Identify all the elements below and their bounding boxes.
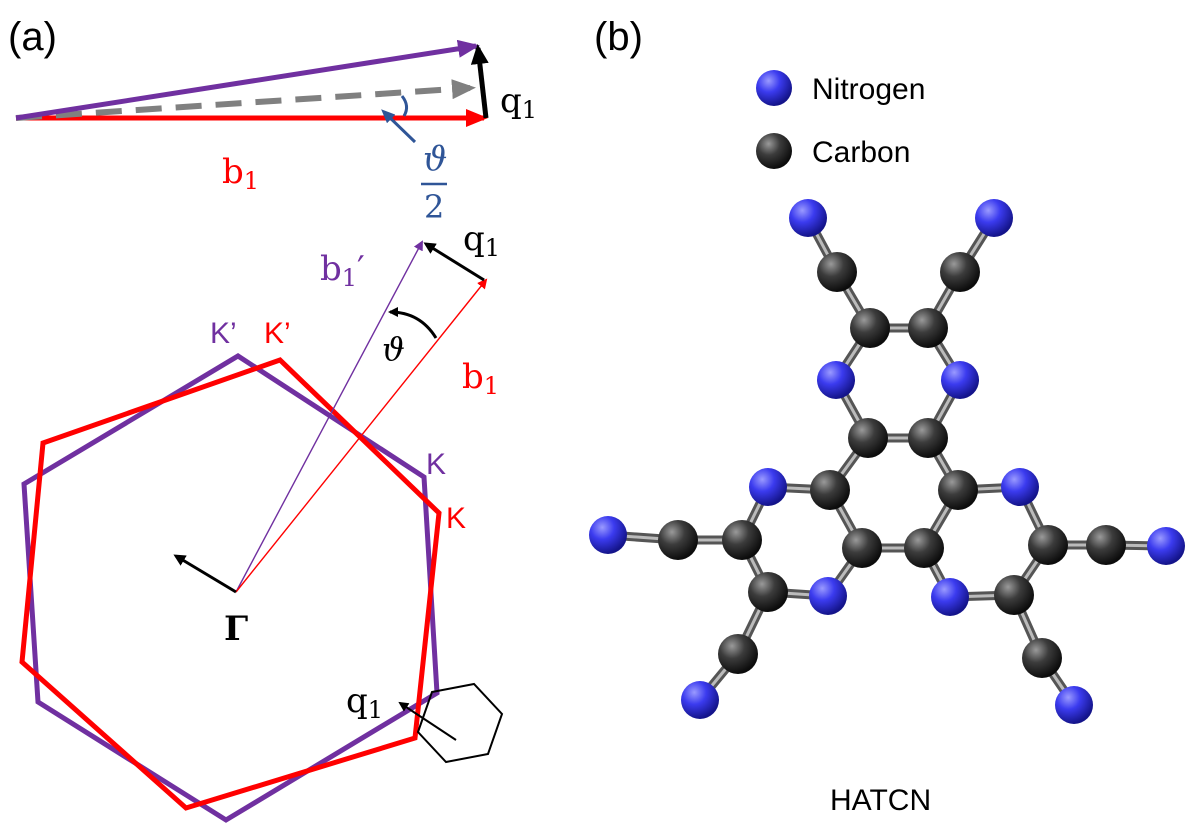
k-red-label: K <box>446 502 466 535</box>
mid-q1-label: q1 <box>463 219 500 262</box>
nitrogen-atom <box>749 468 787 506</box>
gamma-label: Γ <box>224 609 248 649</box>
nitrogen-atom <box>817 361 855 399</box>
red-hexagon <box>19 357 442 811</box>
carbon-atom <box>908 308 948 348</box>
nitrogen-atom <box>1147 527 1185 565</box>
purple-hexagon <box>21 353 440 823</box>
legend-nitrogen-label: Nitrogen <box>812 73 925 106</box>
k-prime-red-label: K’ <box>264 317 291 350</box>
molecule-name: HATCN <box>830 784 931 817</box>
panel-a: (a) q1 b1 ϑ 2 q1 b1′ ϑ b <box>8 15 537 823</box>
carbon-atom <box>908 418 948 458</box>
nitrogen-atom <box>681 681 719 719</box>
nitrogen-atom <box>931 578 969 616</box>
k-prime-purple-label: K’ <box>210 317 237 350</box>
legend-carbon-swatch <box>756 133 792 169</box>
carbon-atom <box>994 575 1034 615</box>
carbon-atom <box>748 572 788 612</box>
panel-b: (b) Nitrogen Carbon HATCN <box>589 15 1185 817</box>
b1-vector <box>235 278 488 593</box>
carbon-atom <box>1028 525 1068 565</box>
b1-prime-label: b1′ <box>320 249 365 292</box>
theta-arc <box>388 307 438 339</box>
legend-nitrogen-swatch <box>756 70 792 106</box>
half-angle-denominator: 2 <box>424 188 444 226</box>
half-angle-numerator: ϑ <box>423 139 447 179</box>
top-vector-diagram: q1 b1 ϑ 2 <box>15 39 537 226</box>
carbon-atom <box>938 470 978 510</box>
panel-b-label: (b) <box>594 15 643 59</box>
carbon-atom <box>810 470 850 510</box>
top-b1-label: b1 <box>222 152 259 195</box>
k-purple-label: K <box>426 448 446 481</box>
legend: Nitrogen Carbon <box>756 70 925 169</box>
carbon-atom <box>904 528 944 568</box>
nitrogen-atom <box>1001 468 1039 506</box>
mini-bz-hexagon <box>416 682 504 764</box>
carbon-atom <box>850 308 890 348</box>
nitrogen-atom <box>789 199 827 237</box>
q1-vector-mid <box>423 242 485 282</box>
mini-q1-label: q1 <box>346 681 383 724</box>
top-q1-label: q1 <box>500 81 537 124</box>
carbon-atom <box>718 634 758 674</box>
b1-prime-vector <box>235 240 423 593</box>
carbon-atom <box>722 520 762 560</box>
b1-prime-arrow-top <box>15 39 480 121</box>
panel-a-label: (a) <box>8 15 57 59</box>
half-angle-arc <box>400 95 409 117</box>
nitrogen-atom <box>809 577 847 615</box>
gamma-shift-arrow <box>173 554 237 594</box>
theta-label: ϑ <box>382 330 405 368</box>
mid-b1-label: b1 <box>462 357 499 400</box>
q1-arrow-top <box>470 44 489 119</box>
carbon-atom <box>817 252 857 292</box>
carbon-atom <box>848 418 888 458</box>
mini-q1-arrow <box>398 701 457 741</box>
dashed-arrow <box>15 79 476 121</box>
nitrogen-atom <box>975 199 1013 237</box>
half-angle-pointer <box>381 109 417 144</box>
carbon-atom <box>658 520 698 560</box>
carbon-atom <box>940 252 980 292</box>
nitrogen-atom <box>589 516 627 554</box>
carbon-atom <box>842 528 882 568</box>
nitrogen-atom <box>941 361 979 399</box>
carbon-atom <box>1022 638 1062 678</box>
hatcn-molecule <box>589 199 1185 724</box>
legend-carbon-label: Carbon <box>812 136 910 169</box>
carbon-atom <box>1086 525 1126 565</box>
nitrogen-atom <box>1055 686 1093 724</box>
